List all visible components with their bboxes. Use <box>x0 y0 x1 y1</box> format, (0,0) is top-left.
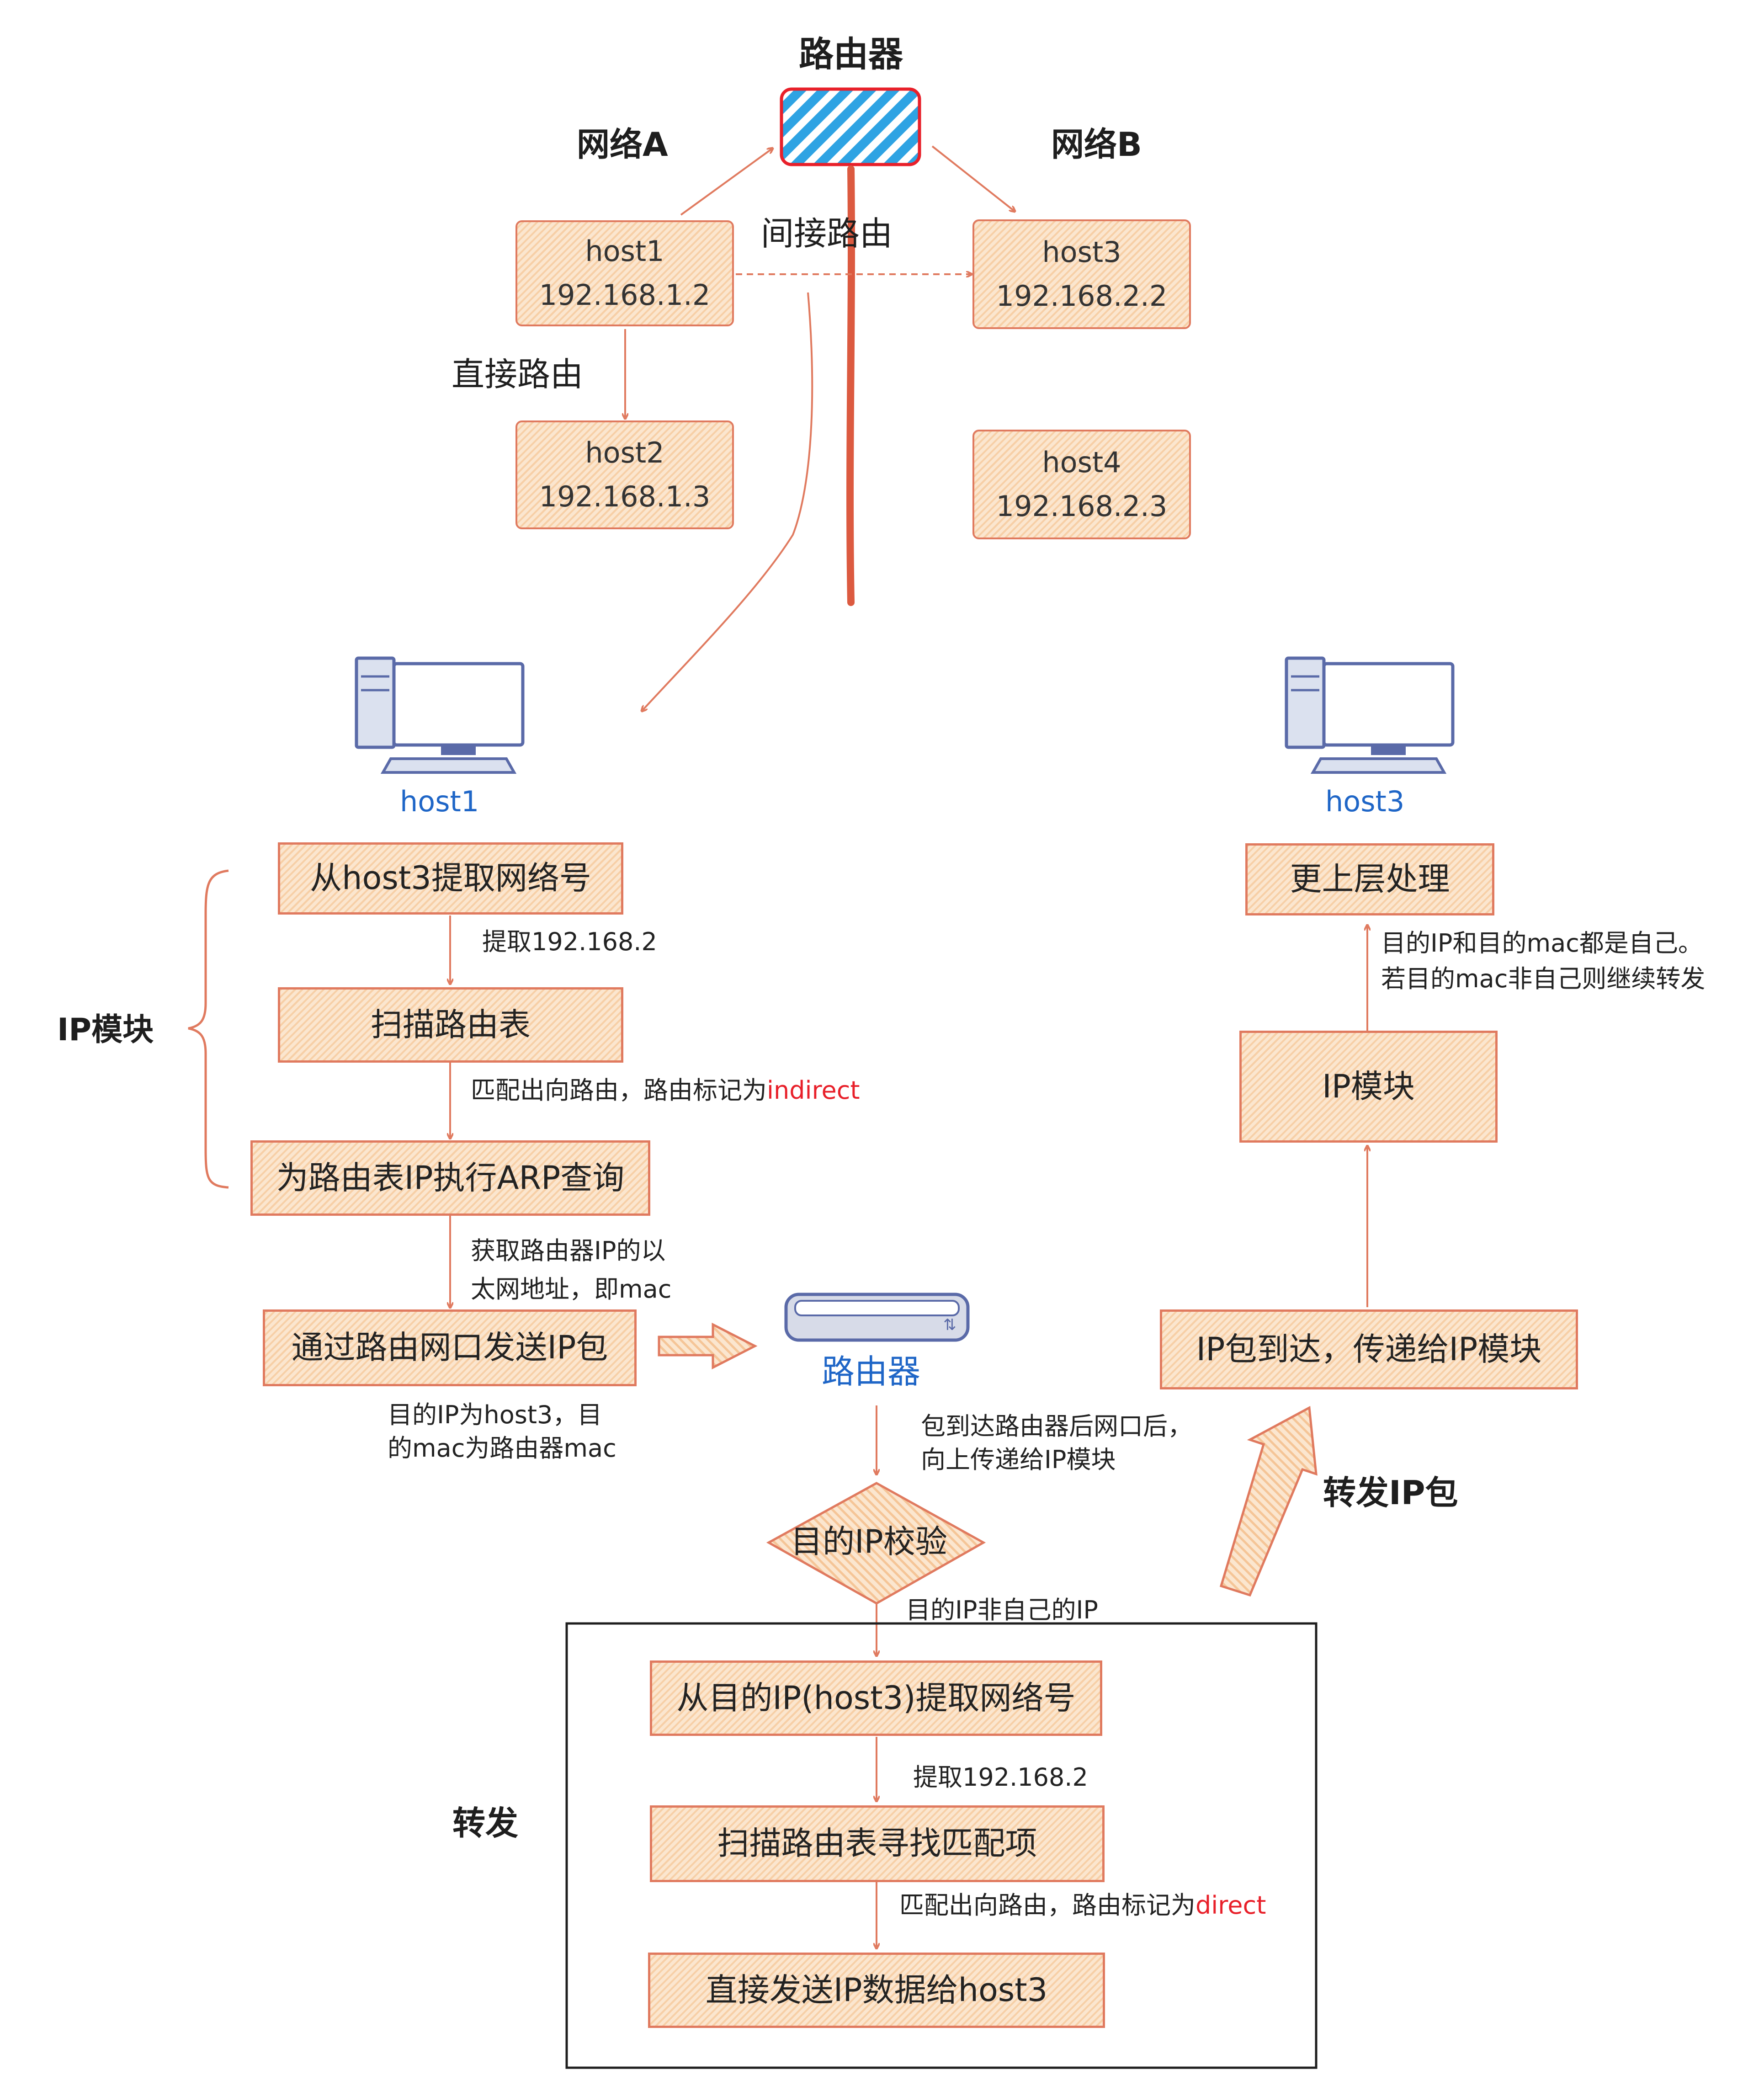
right-step-arrive: IP包到达，传递给IP模块 <box>1160 1309 1578 1389</box>
forward-step-extract: 从目的IP(host3)提取网络号 <box>650 1660 1102 1736</box>
host4-node: host4 192.168.2.3 <box>972 430 1191 539</box>
left-step-arp: 为路由表IP执行ARP查询 <box>250 1140 650 1216</box>
host2-ip: 192.168.1.3 <box>539 480 711 513</box>
right-note: 目的IP和目的mac都是自己。 若目的mac非自己则继续转发 <box>1381 926 1705 997</box>
forward-edge-match: 匹配出向路由，路由标记为direct <box>899 1891 1266 1920</box>
forward-frame <box>565 1622 1318 2069</box>
arrow-send-to-router <box>658 1322 758 1370</box>
arrow-host1-router <box>680 149 772 216</box>
right-step-upper-layer: 更上层处理 <box>1245 843 1494 915</box>
ip-module-brace <box>188 869 229 1189</box>
router-arrival-line1: 包到达路由器后网口后， <box>921 1412 1192 1441</box>
left-step-send: 通过路由网口发送IP包 <box>263 1309 637 1386</box>
host2-node: host2 192.168.1.3 <box>515 420 734 529</box>
host3-ip: 192.168.2.2 <box>996 279 1168 313</box>
forward-edge-extract: 提取192.168.2 <box>913 1763 1088 1792</box>
left-step-scan: 扫描路由表 <box>278 987 623 1063</box>
left-edge-arp-line1: 获取路由器IP的以 <box>471 1236 666 1265</box>
right-note-line2: 若目的mac非自己则继续转发 <box>1381 964 1706 994</box>
router-block-top <box>780 87 921 166</box>
router-arrival-line2: 向上传递给IP模块 <box>921 1445 1116 1474</box>
network-a-label: 网络A <box>577 125 668 164</box>
forward-step-direct-send: 直接发送IP数据给host3 <box>648 1953 1105 2028</box>
left-step-extract: 从host3提取网络号 <box>278 842 623 915</box>
forward-edge-match-keyword: direct <box>1195 1891 1266 1920</box>
ip-check-label: 目的IP校验 <box>791 1523 947 1560</box>
direct-route-label: 直接路由 <box>452 355 584 394</box>
network-divider <box>846 165 855 606</box>
host3-label: host3 <box>1325 785 1405 818</box>
left-edge-extract: 提取192.168.2 <box>482 927 657 956</box>
left-send-note-line2: 的mac为路由器mac <box>388 1433 616 1463</box>
host3-computer-icon <box>1285 656 1455 774</box>
arrow-router-host3 <box>931 145 1015 211</box>
right-note-line1: 目的IP和目的mac都是自己。 <box>1381 929 1703 958</box>
svg-text:⇅: ⇅ <box>943 1316 956 1334</box>
forward-ip-packet-label: 转发IP包 <box>1323 1474 1458 1512</box>
left-send-note-line1: 目的IP为host3，目 <box>388 1400 602 1429</box>
host3-node: host3 192.168.2.2 <box>972 219 1191 329</box>
left-edge-match-keyword: indirect <box>767 1076 860 1105</box>
network-b-label: 网络B <box>1051 125 1142 164</box>
router-arrival-note: 包到达路由器后网口后， 向上传递给IP模块 <box>921 1410 1192 1477</box>
ip-check-diamond <box>766 1482 986 1605</box>
forward-step-scan: 扫描路由表寻找匹配项 <box>650 1805 1105 1882</box>
host4-ip: 192.168.2.3 <box>996 490 1168 523</box>
host1-ip: 192.168.1.2 <box>539 278 711 312</box>
host2-name: host2 <box>585 436 664 469</box>
left-edge-arp: 获取路由器IP的以 太网地址，即mac <box>471 1232 671 1308</box>
host1-computer-icon <box>355 656 525 774</box>
right-step-ip-module: IP模块 <box>1239 1031 1498 1143</box>
host1-label: host1 <box>400 785 479 818</box>
ip-module-left-label: IP模块 <box>57 1012 154 1048</box>
left-edge-match-prefix: 匹配出向路由，路由标记为 <box>471 1076 767 1105</box>
router-device-label: 路由器 <box>822 1352 921 1391</box>
host1-name: host1 <box>585 234 664 268</box>
arrow-to-host1-detail <box>642 292 813 711</box>
forward-edge-match-prefix: 匹配出向路由，路由标记为 <box>899 1891 1195 1920</box>
indirect-route-label: 间接路由 <box>761 214 893 253</box>
router-title: 路由器 <box>799 34 903 74</box>
host1-node: host1 192.168.1.2 <box>515 220 734 326</box>
left-send-note: 目的IP为host3，目 的mac为路由器mac <box>388 1399 616 1465</box>
forward-label: 转发 <box>452 1804 519 1842</box>
arrow-forward-ip-packet <box>1219 1406 1318 1597</box>
left-edge-match: 匹配出向路由，路由标记为indirect <box>471 1076 860 1105</box>
host4-name: host4 <box>1042 445 1121 479</box>
left-edge-arp-line2: 太网地址，即mac <box>471 1274 672 1304</box>
ip-check-note: 目的IP非自己的IP <box>906 1596 1098 1624</box>
router-device-icon: ⇅ <box>784 1293 970 1342</box>
host3-name: host3 <box>1042 235 1121 269</box>
